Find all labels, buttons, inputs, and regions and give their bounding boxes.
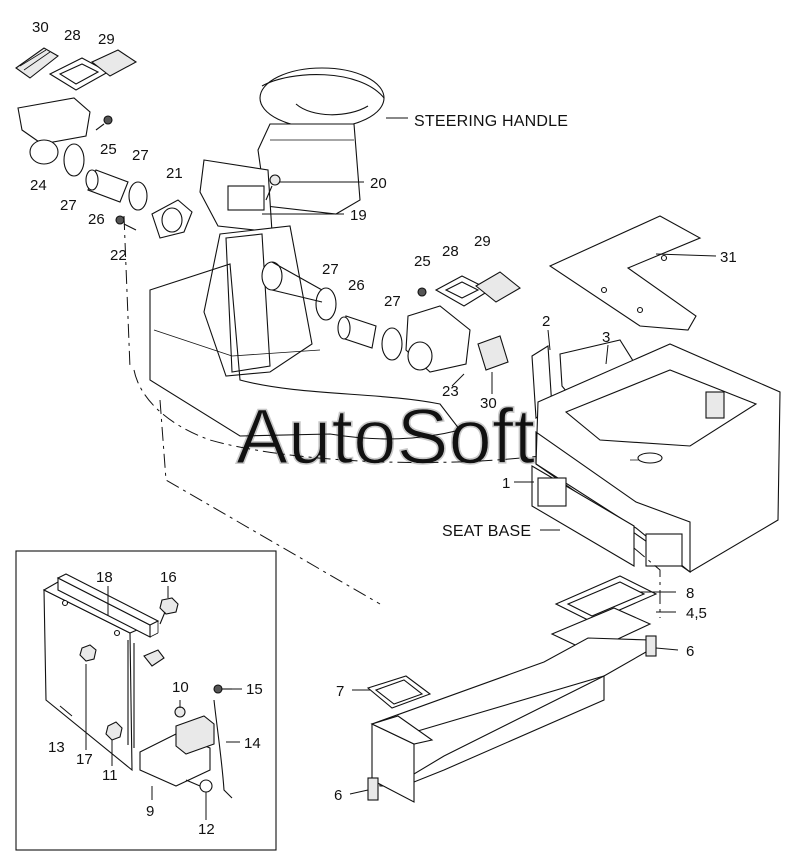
callout-30-left: 30: [32, 19, 49, 36]
callout-7: 7: [336, 683, 344, 700]
callout-26-left: 26: [88, 211, 105, 228]
callout-17: 17: [76, 751, 93, 768]
callout-8: 8: [686, 585, 694, 602]
callout-25-right: 25: [414, 253, 431, 270]
callout-4-5: 4,5: [686, 605, 707, 622]
callout-22: 22: [110, 247, 127, 264]
callout-29-right: 29: [474, 233, 491, 250]
callout-27-d: 27: [384, 293, 401, 310]
callout-13: 13: [48, 739, 65, 756]
callout-20: 20: [370, 175, 387, 192]
right-duct-group: [315, 271, 521, 373]
callout-3: 3: [602, 329, 610, 346]
control-plate: [42, 573, 233, 799]
callout-30-right: 30: [480, 395, 497, 412]
callout-29-left: 29: [98, 31, 115, 48]
callout-10: 10: [172, 679, 189, 696]
steering-column-assembly: [123, 67, 541, 605]
callout-6-right: 6: [686, 643, 694, 660]
callout-1: 1: [502, 475, 510, 492]
callout-24: 24: [30, 177, 47, 194]
floor-duct-assembly: [366, 547, 661, 803]
callout-9: 9: [146, 803, 154, 820]
callout-28-right: 28: [442, 243, 459, 260]
callout-6-left: 6: [334, 787, 342, 804]
callout-27-c: 27: [322, 261, 339, 278]
callout-12: 12: [198, 821, 215, 838]
watermark-text: AutoSoft: [236, 392, 536, 480]
callout-25-left: 25: [100, 141, 117, 158]
callout-14: 14: [244, 735, 261, 752]
callout-27-a: 27: [60, 197, 77, 214]
callout-28-left: 28: [64, 27, 81, 44]
seat-base-assembly: [531, 215, 781, 574]
callout-26-right: 26: [348, 277, 365, 294]
callout-2: 2: [542, 313, 550, 330]
left-duct-group: [15, 47, 193, 239]
callout-21: 21: [166, 165, 183, 182]
callout-16: 16: [160, 569, 177, 586]
callout-11: 11: [102, 767, 118, 784]
callout-15: 15: [246, 681, 263, 698]
leader-lines: [59, 117, 717, 820]
callout-18: 18: [96, 569, 113, 586]
callout-19: 19: [350, 207, 367, 224]
callout-31: 31: [720, 249, 737, 266]
callout-27-b: 27: [132, 147, 149, 164]
inset-frame: [15, 550, 277, 851]
steering-handle-label: STEERING HANDLE: [414, 113, 568, 130]
callout-23: 23: [442, 383, 459, 400]
seat-base-label: SEAT BASE: [442, 523, 531, 540]
